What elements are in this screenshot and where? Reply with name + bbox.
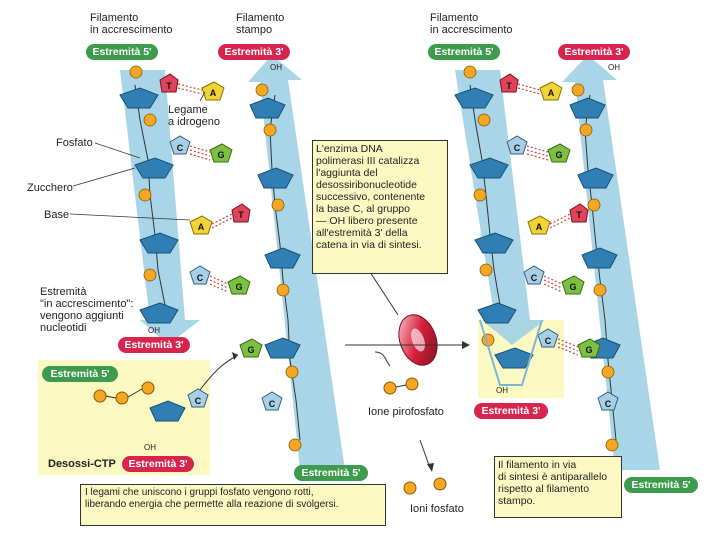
- bond-energy-box: I legami che uniscono i gruppi fosfato v…: [80, 484, 386, 526]
- pill-estr5-right-bottom: Estremità 5': [624, 477, 698, 493]
- label-oh-top-left: OH: [270, 63, 282, 72]
- pill-estr5-right-top: Estremità 5': [428, 44, 500, 60]
- arrow-to-pyrophosphate: [374, 351, 391, 367]
- label-filamento-stampo: Filamento stampo: [236, 12, 285, 36]
- label-fosfato: Fosfato: [56, 137, 93, 149]
- label-filamento-accr-left: Filamento in accrescimento: [90, 12, 173, 36]
- right-hydrogen-bonds: [517, 83, 579, 356]
- pyrophosphate-molecule: [383, 377, 419, 395]
- enzyme-description-box: L'enzima DNA polimerasi III catalizza l'…: [312, 140, 448, 274]
- arrow-to-phosphates: [419, 439, 431, 469]
- label-ioni-fosfato: Ioni fosfato: [410, 503, 464, 515]
- left-base-C1: [169, 135, 191, 155]
- left-phosphates: [129, 65, 302, 452]
- new-nucleotide-arrow: [479, 319, 543, 386]
- left-base-C3: [261, 391, 283, 411]
- label-filamento-accr-right: Filamento in accrescimento: [430, 12, 513, 36]
- label-desossi-ctp: Desossi-CTP: [48, 458, 116, 470]
- label-ione-pirofosfato: Ione pirofosfato: [368, 406, 444, 418]
- label-oh-right-mid: OH: [496, 386, 508, 395]
- left-base-G3: [239, 338, 263, 358]
- right-growing-strand-arrow: [455, 70, 545, 345]
- pill-estr3-desossi: Estremità 3': [122, 456, 194, 472]
- right-base-C4: [597, 391, 619, 411]
- left-sugars: [119, 87, 301, 359]
- left-base-G2: [227, 275, 251, 295]
- right-base-T1: [499, 73, 519, 93]
- right-phosphates: [463, 65, 619, 452]
- antiparallel-box: Il filamento in via di sintesi è antipar…: [494, 456, 622, 518]
- right-base-A1: [539, 81, 563, 101]
- right-base-G2: [561, 275, 585, 295]
- left-base-C2: [189, 265, 211, 285]
- pill-estr3-right-top: Estremità 3': [558, 44, 630, 60]
- pill-estr3-mid-left: Estremità 3': [118, 337, 190, 353]
- label-legame-idrogeno: Legame a idrogeno: [168, 104, 220, 128]
- right-base-G1: [547, 143, 571, 163]
- pill-estr3-left: Estremità 3': [218, 44, 290, 60]
- left-base-T1: [159, 73, 179, 93]
- right-base-C3: [537, 328, 559, 348]
- desossi-ctp-molecule: [93, 381, 209, 422]
- label-zucchero: Zucchero: [27, 182, 73, 194]
- left-base-G1: [209, 143, 233, 163]
- pill-estr5-desossi: Estremità 5': [42, 366, 118, 382]
- label-estremita-accr: Estremità "in accrescimento": vengono ag…: [40, 286, 134, 334]
- label-oh-mid-left: OH: [148, 326, 160, 335]
- right-base-A2: [527, 215, 551, 235]
- label-base: Base: [44, 209, 70, 221]
- right-base-G3: [577, 338, 601, 358]
- callout-line-enzyme: [369, 271, 399, 316]
- pill-estr5-bottom-mid: Estremità 5': [294, 465, 368, 481]
- pill-estr3-right-mid: Estremità 3': [474, 403, 548, 419]
- left-base-A2: [189, 215, 213, 235]
- label-oh-desossi: OH: [144, 443, 156, 452]
- pill-estr5-left: Estremità 5': [86, 44, 158, 60]
- phosphate-ions: [403, 477, 447, 495]
- right-base-C2: [523, 265, 545, 285]
- left-hydrogen-bonds: [177, 83, 233, 293]
- right-base-T2: [569, 203, 589, 223]
- left-base-T2: [231, 203, 251, 223]
- label-pointer-lines: [69, 91, 206, 221]
- right-base-C1: [506, 135, 528, 155]
- desossi-arrow: [199, 354, 239, 391]
- label-oh-top-right: OH: [608, 63, 620, 72]
- left-base-A1: [201, 81, 225, 101]
- left-growing-strand-arrow: [120, 70, 200, 345]
